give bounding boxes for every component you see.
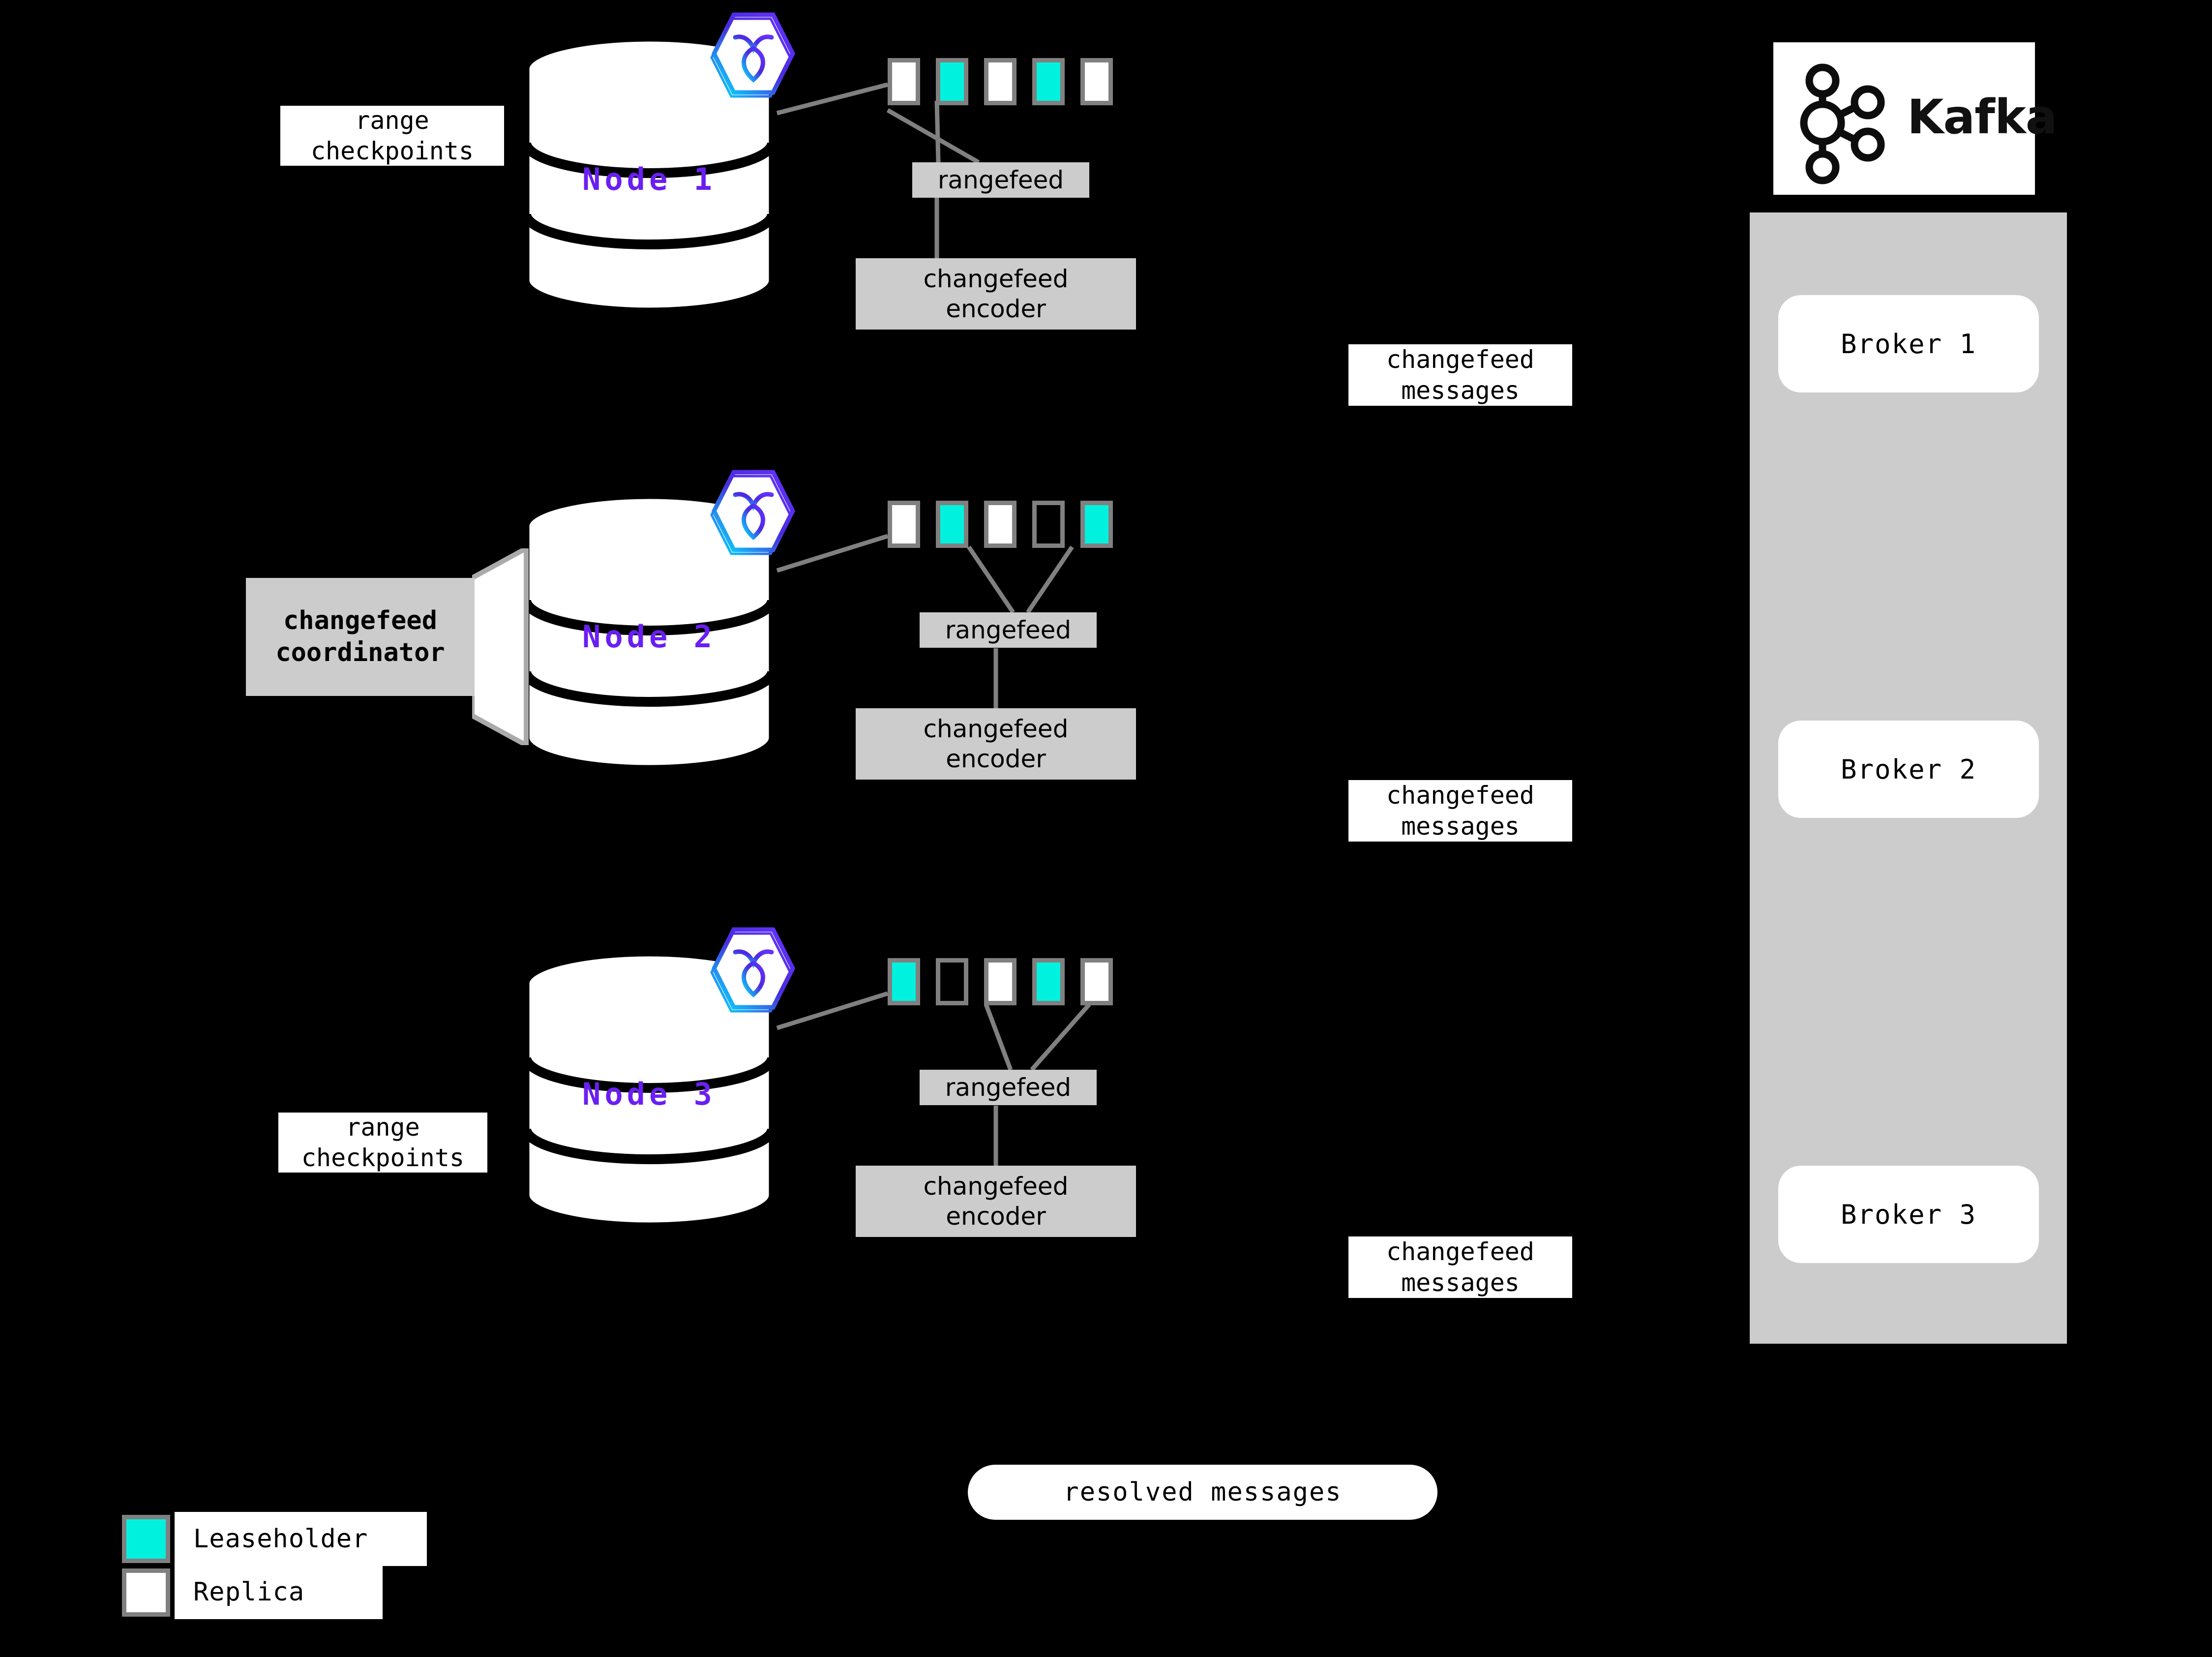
coordinator-line-1: changefeed [283,606,438,635]
messages-line-1: changefeed [1386,781,1535,810]
legend-label-leaseholder: Leaseholder [175,1512,427,1566]
range-box-replica[interactable] [1080,958,1113,1005]
range-row [888,958,1129,1005]
node-cylinder: Node 2 [516,487,782,782]
node-label: Node 2 [582,619,716,655]
legend-label-replica: Replica [175,1565,383,1619]
range-box-leaseholder[interactable] [1032,58,1065,105]
changefeed-messages-label: changefeed messages [1348,780,1572,842]
range-box-empty[interactable] [936,958,968,1005]
changefeed-messages-label: changefeed messages [1348,344,1572,406]
range-box-leaseholder[interactable] [1032,958,1065,1005]
kafka-logo-icon [1800,63,1885,184]
encoder-line-1: changefeed [923,714,1069,743]
encoder-line-2: encoder [946,294,1046,323]
resolved-messages-pill[interactable]: resolved messages [968,1465,1437,1520]
changefeed-encoder-box[interactable]: changefeed encoder [856,1166,1136,1237]
kafka-logo-card: Kafka [1773,42,2058,195]
cockroachdb-hexagon-icon [710,12,796,98]
messages-line-2: messages [1401,1268,1520,1297]
incoming-arrowhead [2065,331,2099,355]
range-box-leaseholder[interactable] [936,501,968,548]
range-row [888,58,1129,105]
messages-line-1: changefeed [1386,345,1535,374]
kafka-broker[interactable]: Broker 2 [1778,721,2039,818]
encoder-line-2: encoder [946,1202,1046,1231]
messages-line-1: changefeed [1386,1237,1535,1266]
range-box-leaseholder[interactable] [936,58,968,105]
node-cylinder: Node 1 [516,30,782,325]
range-checkpoints-label: range checkpoints [280,106,504,166]
legend-swatch-replica [122,1568,170,1617]
cockroachdb-hexagon-icon [710,470,796,555]
rangefeed-box[interactable]: rangefeed [920,1070,1097,1105]
node-cylinder: Node 3 [516,944,782,1239]
node-label: Node 3 [582,1076,716,1112]
checkpoints-line-1: range [355,106,429,135]
range-box-empty[interactable] [1032,501,1065,548]
checkpoints-line-2: checkpoints [310,137,474,165]
range-box-replica[interactable] [984,501,1016,548]
messages-line-2: messages [1401,812,1520,841]
coordinator-callout-tail [472,548,529,745]
range-box-replica[interactable] [984,958,1016,1005]
rangefeed-box[interactable]: rangefeed [920,612,1097,648]
changefeed-encoder-box[interactable]: changefeed encoder [856,258,1136,330]
node-label: Node 1 [582,161,716,197]
range-box-replica[interactable] [1080,58,1113,105]
range-box-leaseholder[interactable] [1080,501,1113,548]
range-checkpoints-label: range checkpoints [278,1113,487,1173]
range-box-leaseholder[interactable] [888,958,920,1005]
encoder-line-2: encoder [946,744,1046,773]
changefeed-messages-label: changefeed messages [1348,1236,1572,1298]
coordinator-line-2: coordinator [275,638,445,667]
rangefeed-box[interactable]: rangefeed [912,162,1089,198]
kafka-broker[interactable]: Broker 3 [1778,1166,2039,1263]
legend-swatch-leaseholder [122,1515,170,1563]
range-box-replica[interactable] [888,58,920,105]
range-row [888,501,1129,548]
checkpoints-line-1: range [346,1113,420,1142]
changefeed-coordinator-box[interactable]: changefeed coordinator [246,578,475,696]
encoder-line-1: changefeed [923,1172,1069,1201]
kafka-broker[interactable]: Broker 1 [1778,295,2039,392]
cockroachdb-hexagon-icon [710,927,796,1013]
checkpoints-line-2: checkpoints [301,1144,465,1172]
messages-line-2: messages [1401,376,1520,405]
kafka-wordmark: Kafka [1907,90,2058,145]
encoder-line-1: changefeed [923,264,1069,293]
range-box-replica[interactable] [888,501,920,548]
range-box-replica[interactable] [984,58,1016,105]
changefeed-encoder-box[interactable]: changefeed encoder [856,708,1136,780]
